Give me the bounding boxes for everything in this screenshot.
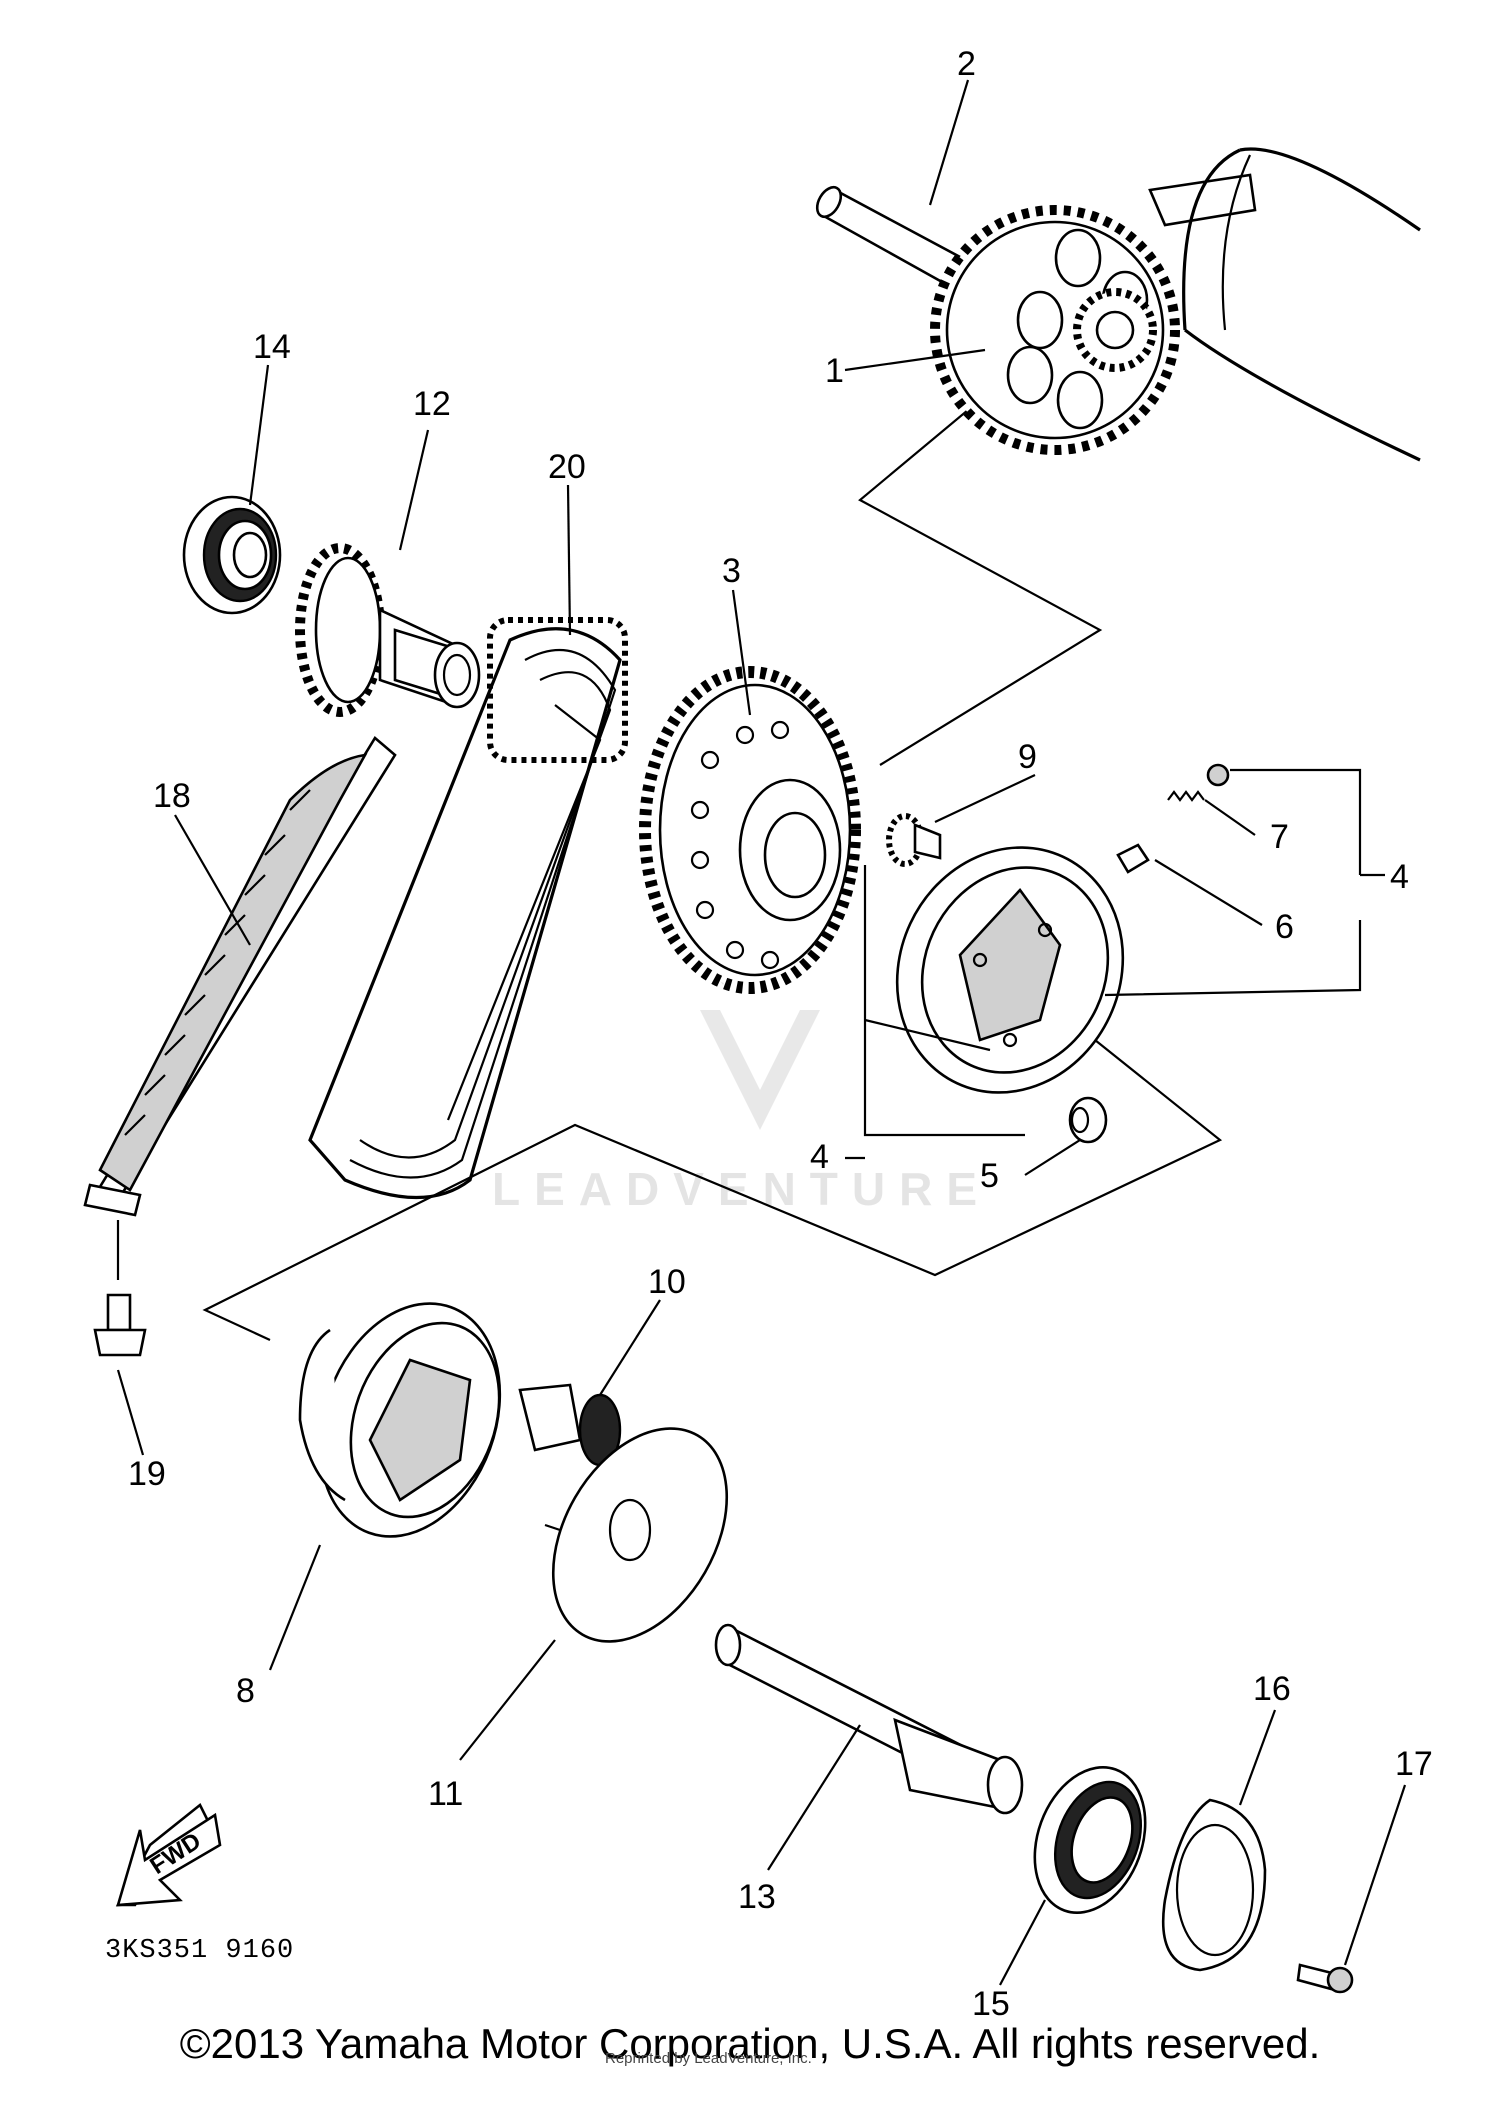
label-6: 6 — [1275, 908, 1294, 946]
label-3: 3 — [722, 552, 741, 590]
part-17-screw — [1296, 1963, 1354, 1994]
leader-lines — [116, 79, 1407, 1986]
part-12-gear-shaft — [295, 543, 481, 717]
part-8-clutch-outer — [298, 1302, 502, 1538]
part-5-roller — [1068, 1096, 1108, 1144]
part-1-idler-gear — [930, 205, 1180, 455]
label-4a: 4 — [1390, 858, 1409, 896]
label-8: 8 — [236, 1672, 255, 1710]
label-10: 10 — [648, 1263, 686, 1301]
label-20: 20 — [548, 448, 586, 486]
label-11: 11 — [428, 1775, 463, 1813]
part-20-chain — [308, 617, 628, 1200]
part-15-bearing — [1033, 1766, 1147, 1914]
assembly-outline-lower — [202, 1039, 1223, 1341]
part-18-chain-guide — [83, 736, 397, 1217]
label-13: 13 — [738, 1878, 776, 1916]
part-14-bearing — [182, 495, 282, 615]
part-3-large-gear — [639, 666, 861, 994]
part-13-shaft — [714, 1623, 1024, 1815]
label-1: 1 — [825, 352, 844, 390]
label-19: 19 — [128, 1455, 166, 1493]
label-9: 9 — [1018, 738, 1037, 776]
part-11-plate — [544, 1427, 729, 1643]
label-12: 12 — [413, 385, 451, 423]
label-4b: 4 — [810, 1138, 829, 1176]
part-7-plug-spring — [1167, 763, 1230, 802]
starter-motor-body — [1148, 147, 1421, 462]
part-16-plate — [1161, 1798, 1267, 1972]
label-2: 2 — [957, 45, 976, 83]
label-16: 16 — [1253, 1670, 1291, 1708]
reprint-note: Reprinted by LeadVenture, Inc. — [605, 2050, 812, 2067]
part-19-bolt — [93, 1220, 147, 1357]
fwd-arrow-icon: FWD — [115, 1802, 222, 1907]
label-17: 17 — [1395, 1745, 1433, 1783]
part-number-labels: 2 1 14 12 20 3 9 7 4 6 4 5 18 10 19 8 11… — [128, 45, 1433, 2023]
part-6-pin — [1116, 843, 1150, 874]
copyright-notice: ©2013 Yamaha Motor Corporation, U.S.A. A… — [179, 2020, 1321, 2067]
label-18: 18 — [153, 777, 191, 815]
label-14: 14 — [253, 328, 291, 366]
part-code: 3KS351 9160 — [105, 1936, 294, 1966]
label-15: 15 — [972, 1985, 1010, 2023]
label-5: 5 — [980, 1157, 999, 1195]
watermark-text: LEADVENTURE — [492, 1163, 991, 1215]
assembly-outline-upper — [858, 374, 1103, 766]
part-4-clutch-housing — [895, 846, 1125, 1094]
part-10-collar — [518, 1383, 622, 1467]
label-7: 7 — [1270, 818, 1289, 856]
leadventure-watermark: LEADVENTURE — [492, 930, 991, 1215]
part-9-small-gear — [886, 813, 942, 867]
